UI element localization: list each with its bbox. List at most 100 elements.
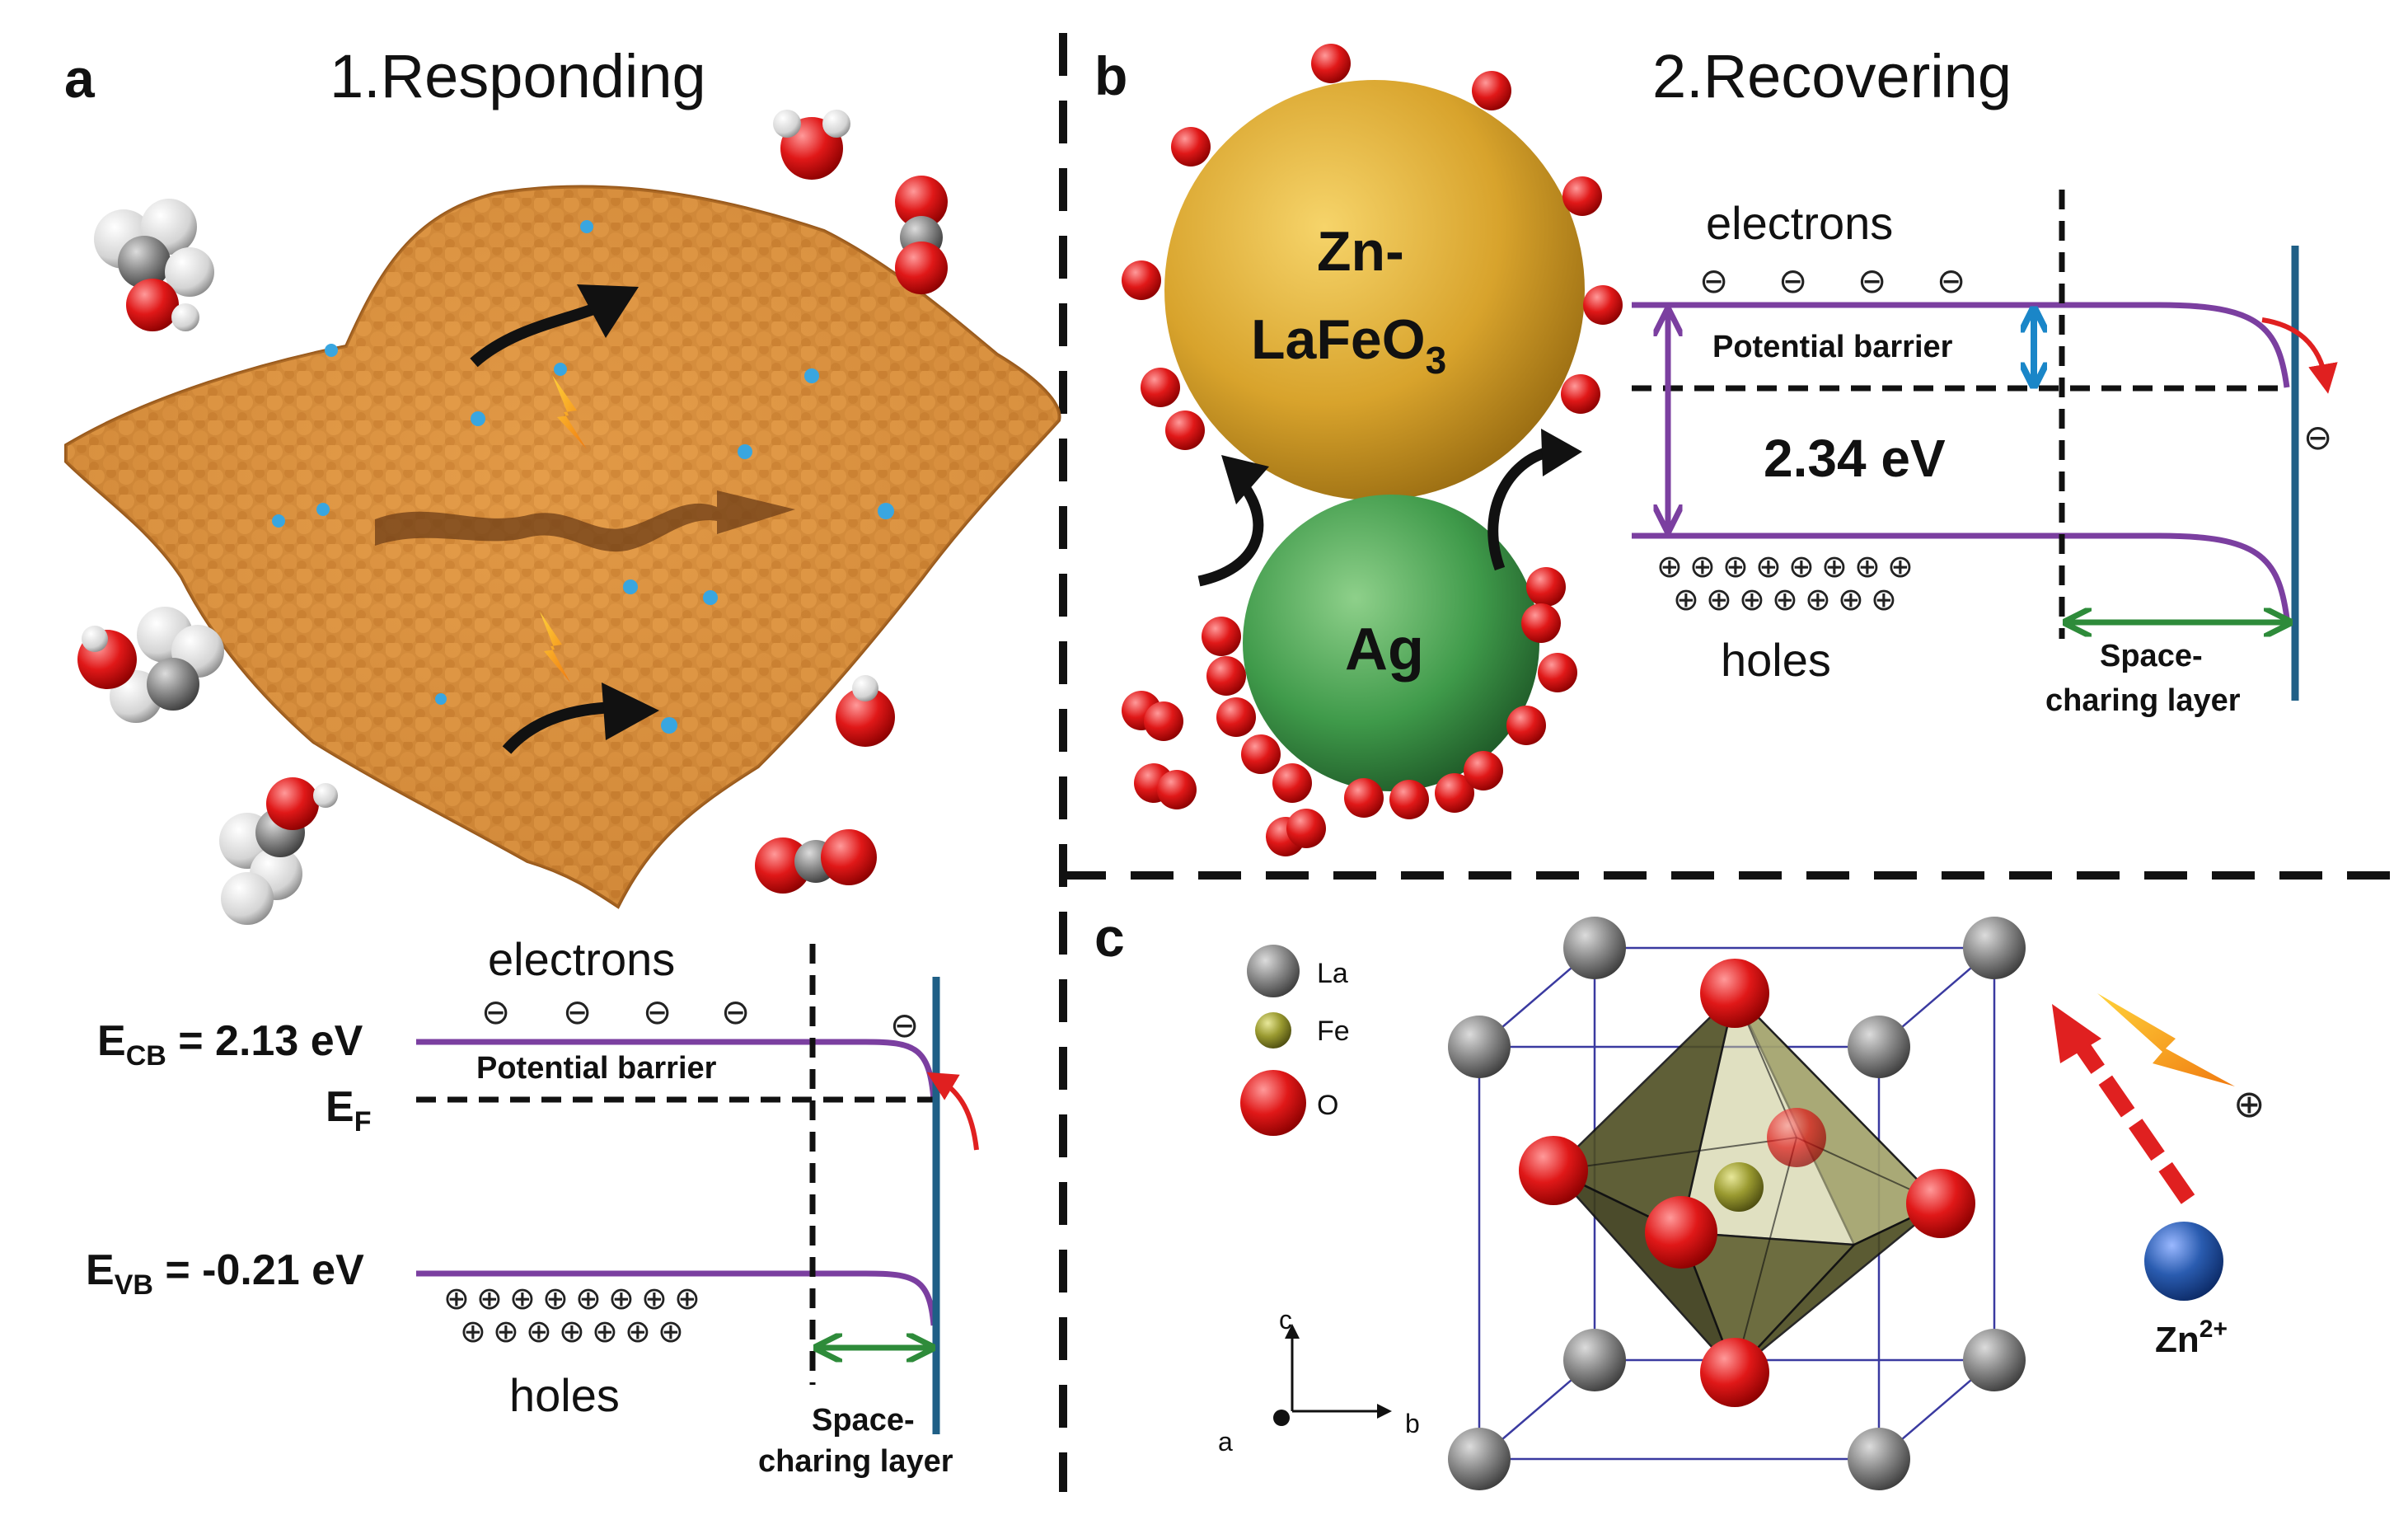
flow-arrow-right-head — [1541, 429, 1582, 476]
electron-transfer-arrow — [2261, 317, 2338, 394]
svg-text:⊕: ⊕ — [608, 1280, 635, 1316]
axis-a-label: a — [1218, 1427, 1233, 1457]
svg-text:⊕: ⊕ — [1788, 548, 1815, 584]
nanosheet-surface — [64, 185, 1061, 909]
svg-text:⊕: ⊕ — [526, 1313, 552, 1349]
water-molecule-icon — [773, 110, 850, 180]
panel-a-letter: a — [64, 48, 96, 109]
valence-band-line — [416, 1270, 937, 1326]
panel-a-title: 1.Responding — [330, 42, 706, 110]
flow-arrow-left — [1197, 483, 1264, 587]
space-charge-label-line2: charing layer — [758, 1444, 953, 1479]
hole-symbols: ⊕ ⊕ ⊕ ⊕ ⊕ ⊕ ⊕ ⊕ ⊕ ⊕ ⊕ ⊕ ⊕ ⊕ ⊕ — [1656, 548, 1914, 617]
ethanol-molecule-icon — [77, 607, 224, 723]
electron-transfer-arrow — [926, 1072, 979, 1151]
axis-c-label: c — [1279, 1305, 1292, 1335]
lightning-icon — [2097, 993, 2235, 1086]
conduction-band-line — [1632, 302, 2290, 388]
blue-dopant-dots — [272, 220, 894, 734]
svg-text:⊕: ⊕ — [1722, 548, 1749, 584]
electrons-label: electrons — [1706, 197, 1893, 249]
svg-text:⊕: ⊕ — [1772, 581, 1798, 617]
flow-arrow-left-head — [1221, 455, 1269, 504]
svg-text:⊕: ⊕ — [460, 1313, 486, 1349]
legend-la-label: La — [1317, 958, 1348, 989]
water-molecule-icon — [836, 675, 895, 747]
panel-dividers — [1059, 33, 2390, 1492]
svg-text:⊕: ⊕ — [641, 1280, 668, 1316]
svg-text:⊕: ⊕ — [1656, 548, 1683, 584]
ecb-label: ECB = 2.13 eV — [97, 1017, 363, 1072]
svg-text:⊕: ⊕ — [476, 1280, 503, 1316]
hole-symbol: ⊕ — [2233, 1081, 2265, 1126]
svg-text:⊕: ⊕ — [1673, 581, 1699, 617]
space-charge-label-line2: charing layer — [2045, 683, 2241, 718]
space-charge-label-line1: Space- — [812, 1403, 915, 1438]
electron-flow-arrow — [375, 490, 795, 552]
charge-arrow-bottom-head — [602, 683, 659, 740]
ef-label: EF — [326, 1083, 371, 1138]
panel-b: b 2.Recovering Zn- LaFeO3 Ag — [1094, 42, 2338, 856]
panel-b-title: 2.Recovering — [1652, 42, 2012, 110]
svg-text:⊖: ⊖ — [721, 992, 750, 1032]
co2-molecule-icon — [895, 176, 948, 294]
fe-atom — [1714, 1162, 1764, 1212]
flow-arrow-right — [1487, 446, 1551, 571]
band-diagram-b: electrons ⊖ ⊖ ⊖ ⊖ ⊖ Potential barrier 2.… — [1632, 190, 2338, 718]
svg-text:⊖: ⊖ — [563, 992, 592, 1032]
electron-symbols: ⊖ ⊖ ⊖ ⊖ ⊖ — [1699, 260, 2332, 457]
charge-arrow-bottom — [502, 701, 615, 754]
panel-c: c La Fe O — [1094, 907, 2265, 1490]
svg-text:⊕: ⊕ — [542, 1280, 569, 1316]
svg-text:⊕: ⊕ — [674, 1280, 700, 1316]
svg-text:⊖: ⊖ — [1937, 260, 1965, 301]
svg-text:⊕: ⊕ — [1821, 548, 1848, 584]
electron-symbols: ⊖ ⊖ ⊖ ⊖ ⊖ — [481, 992, 919, 1045]
svg-text:⊕: ⊕ — [1887, 548, 1914, 584]
panel-c-letter: c — [1094, 907, 1125, 968]
la-atoms — [1448, 917, 2026, 1490]
holes-label: holes — [1721, 634, 1831, 686]
charge-arrow-top — [470, 303, 596, 368]
zn-lafeo3-label-line2: LaFeO3 — [1251, 308, 1446, 382]
panel-a: a 1.Responding — [64, 42, 1061, 1479]
band-diagram-a: electrons ⊖ ⊖ ⊖ ⊖ ⊖ Potential barrier — [86, 933, 979, 1479]
space-charge-label-line1: Space- — [2100, 639, 2203, 673]
legend-fe-label: Fe — [1317, 1016, 1350, 1047]
potential-barrier-label: Potential barrier — [1712, 330, 1953, 364]
legend-o-label: O — [1317, 1090, 1338, 1121]
evb-label: EVB = -0.21 eV — [86, 1246, 364, 1301]
zn-ion-label: Zn2+ — [2155, 1316, 2228, 1360]
svg-text:⊕: ⊕ — [1838, 581, 1864, 617]
o-atoms — [1519, 959, 1975, 1407]
axis-b-label: b — [1405, 1409, 1420, 1438]
svg-text:⊖: ⊖ — [1778, 260, 1807, 301]
svg-text:⊖: ⊖ — [890, 1005, 919, 1045]
atom-legend: La Fe O — [1240, 945, 1350, 1136]
fe-legend-icon — [1255, 1012, 1291, 1049]
potential-barrier-label: Potential barrier — [476, 1051, 717, 1086]
panel-b-letter: b — [1094, 45, 1127, 106]
electrons-label: electrons — [488, 933, 675, 985]
zn-lafeo3-label-line1: Zn- — [1317, 220, 1404, 283]
svg-text:⊕: ⊕ — [1854, 548, 1881, 584]
svg-text:⊖: ⊖ — [1858, 260, 1886, 301]
adsorbed-oxygen-atoms — [1122, 44, 1623, 856]
svg-text:⊖: ⊖ — [643, 992, 672, 1032]
zn-ion-sphere — [2144, 1222, 2223, 1301]
ethanol-molecule-icon — [94, 199, 214, 331]
ethanol-molecule-icon — [219, 777, 338, 925]
doping-arrow — [2069, 1034, 2195, 1204]
svg-text:⊕: ⊕ — [509, 1280, 536, 1316]
zn-lafeo3-sphere — [1164, 80, 1585, 500]
valence-band-line — [1632, 532, 2290, 619]
doping-arrow-head — [2052, 1004, 2101, 1063]
o-legend-icon — [1240, 1070, 1306, 1136]
crystal-axes — [1285, 1324, 1392, 1419]
svg-text:⊕: ⊕ — [575, 1280, 602, 1316]
svg-text:⊖: ⊖ — [481, 992, 510, 1032]
charge-arrow-top-head — [577, 284, 639, 338]
ag-sphere — [1243, 495, 1539, 791]
svg-text:⊕: ⊕ — [592, 1313, 618, 1349]
